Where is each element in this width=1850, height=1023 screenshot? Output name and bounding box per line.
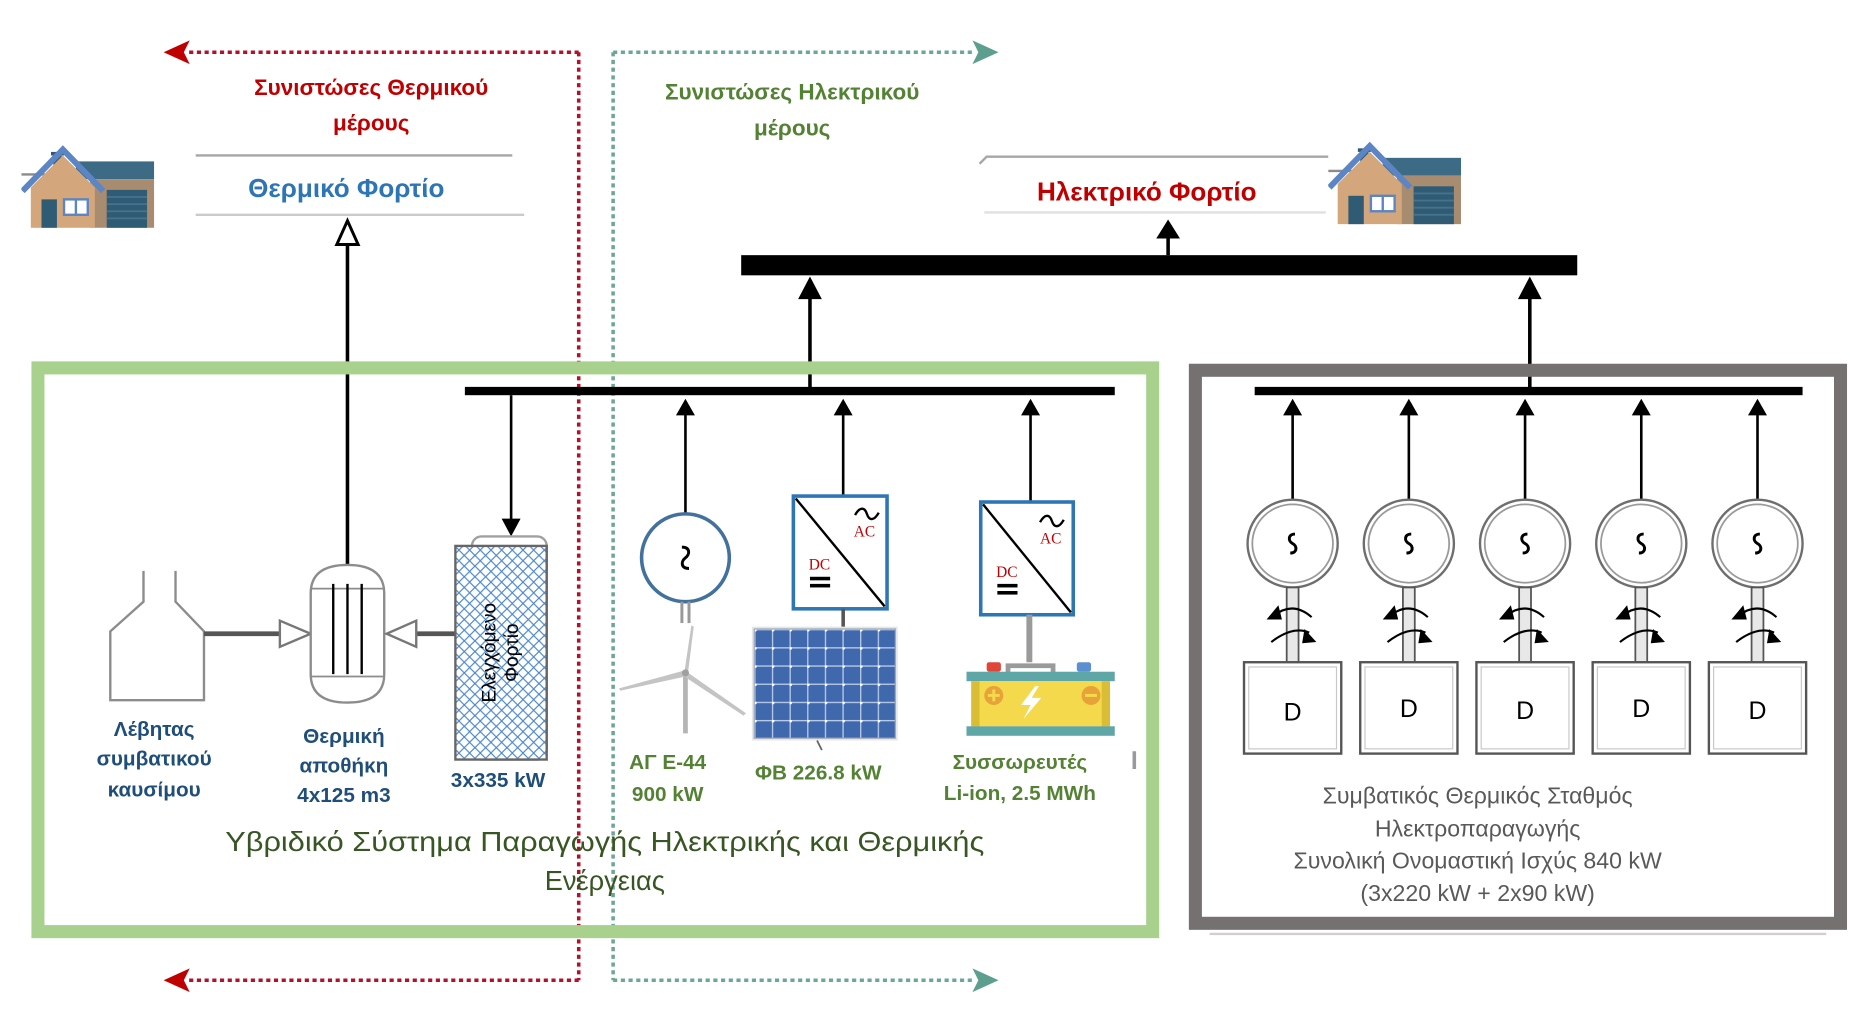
plant-description-line3: Συνολική Ονομαστική Ισχύς 840 kW <box>1293 848 1661 874</box>
hollow-arrow-up-icon <box>334 217 361 246</box>
diesel-unit: D <box>1475 398 1575 755</box>
storage-label-line3: 4x125 m3 <box>297 784 390 807</box>
plant-description-line1: Συμβατικός Θερμικός Σταθμός <box>1323 782 1633 808</box>
diesel-unit: D <box>1707 398 1808 755</box>
battery-label-line2: Li-ion, 2.5 MWh <box>944 782 1096 805</box>
diesel-unit-label: D <box>1749 697 1767 725</box>
wind-turbine-icon <box>619 625 746 734</box>
electrical-section-title-line1: Συνιστώσες Ηλεκτρικού <box>665 80 919 105</box>
plant-description-line4: (3x220 kW + 2x90 kW) <box>1360 880 1594 906</box>
diesel-unit-label: D <box>1632 695 1650 723</box>
hollow-arrow-left-icon <box>383 618 418 649</box>
arrow-left-icon <box>163 968 190 993</box>
arrow-up-icon <box>1021 398 1041 416</box>
diesel-unit-label: D <box>1284 698 1302 726</box>
wind-label-line2: 900 kW <box>632 783 704 806</box>
rotation-arrow-icon <box>1418 628 1433 644</box>
arrow-up-icon <box>1399 398 1419 416</box>
thermal-load-label: Θερμικό Φορτίο <box>248 173 444 203</box>
arrow-right-icon <box>972 40 999 65</box>
arrow-down-icon <box>501 518 521 537</box>
boiler-label-line3: καυσίμου <box>108 778 201 801</box>
plant-description-line2: Ηλεκτροπαραγωγής <box>1375 816 1581 842</box>
rotation-arrow-icon <box>1382 605 1399 620</box>
diesel-unit-label: D <box>1516 697 1534 725</box>
arrow-up-icon <box>833 398 853 416</box>
ac-label: AC <box>1040 531 1061 548</box>
diesel-engine-box <box>1359 661 1459 755</box>
pv-inverter-icon: AC DC <box>791 494 889 611</box>
artifact-mark <box>1132 751 1137 770</box>
rotation-arrow-icon <box>1615 605 1631 620</box>
hollow-arrow-right-icon <box>278 618 314 649</box>
thermal-section-title-line1: Συνιστώσες Θερμικού <box>254 75 488 100</box>
rotation-arrow-icon <box>1650 628 1665 644</box>
divider <box>978 155 1329 165</box>
house-icon <box>21 150 154 228</box>
rotation-arrow-icon <box>1766 628 1782 644</box>
hybrid-system-title-line1: Υβριδικό Σύστημα Παραγωγής Ηλεκτρικής κα… <box>225 826 984 857</box>
storage-label-line2: αποθήκη <box>299 755 388 778</box>
dc-label: DC <box>996 564 1017 581</box>
controlled-load-box: Ελεγχόμενο Φορτίο <box>454 535 548 761</box>
arrow-up-icon <box>675 398 695 416</box>
thermal-section-title-line2: μέρους <box>333 111 409 136</box>
dc-label: DC <box>809 557 830 574</box>
battery-label-line1: Συσσωρευτές <box>953 751 1088 774</box>
diesel-engine-box <box>1242 661 1343 755</box>
controlled-load-label-line1: Ελεγχόμενο <box>480 603 501 703</box>
diesel-unit-label: D <box>1400 695 1418 723</box>
rotation-arrow-icon <box>1302 628 1317 644</box>
house-icon <box>1328 146 1461 224</box>
arrow-up-icon <box>1283 398 1303 416</box>
diesel-unit: D <box>1359 398 1459 755</box>
ac-label: AC <box>854 523 875 540</box>
arrow-left-icon <box>163 40 190 65</box>
controlled-load-label-line2: Φορτίο <box>502 623 523 681</box>
rotation-arrow-icon <box>1534 628 1549 644</box>
boiler-label-line1: Λέβητας <box>114 718 195 741</box>
storage-label-line1: Θερμική <box>303 725 385 748</box>
arrow-up-icon <box>798 276 822 300</box>
solar-panel-icon <box>751 626 898 751</box>
rotation-arrow-icon <box>1731 605 1747 620</box>
arrow-up-icon <box>1748 398 1767 416</box>
hybrid-system-title-line2: Ενέργειας <box>545 865 665 896</box>
thermal-plant-frame <box>1188 363 1848 930</box>
hybrid-system-panel: Ελεγχόμενο Φορτίο Λέβητας συμβατικού καυ… <box>31 361 1160 939</box>
thermal-plant-panel: D D <box>1188 363 1848 936</box>
arrow-right-icon <box>972 968 999 993</box>
diesel-engine-box <box>1475 661 1575 755</box>
arrow-up-icon <box>1515 398 1535 416</box>
battery-inverter-icon: AC DC <box>978 500 1076 617</box>
rotation-arrow-icon <box>1266 605 1282 620</box>
arrow-up-icon <box>1156 219 1180 239</box>
battery-icon <box>966 662 1115 736</box>
controlled-load-rating: 3x335 kW <box>451 769 546 792</box>
wind-generator-icon <box>639 512 732 624</box>
rotation-arrow-icon <box>1498 605 1515 620</box>
thermal-storage-icon <box>309 563 386 704</box>
electrical-section-title-line2: μέρους <box>754 115 830 140</box>
pv-label: ΦΒ 226.8 kW <box>755 762 882 785</box>
diesel-unit: D <box>1591 398 1692 755</box>
plant-bus <box>1254 386 1803 396</box>
hybrid-bus <box>464 386 1115 396</box>
boiler-icon <box>109 570 206 702</box>
thermal-section-boundary <box>163 40 581 993</box>
boiler-label-line2: συμβατικού <box>97 747 212 770</box>
arrow-up-icon <box>1631 398 1651 416</box>
hybrid-system-frame <box>31 361 1160 939</box>
diesel-engine-box <box>1591 661 1692 755</box>
diesel-unit: D <box>1242 398 1343 755</box>
arrow-up-icon <box>1517 276 1542 300</box>
wind-label-line1: ΑΓ Ε-44 <box>629 751 706 774</box>
diesel-engine-box <box>1707 661 1808 755</box>
electrical-load-label: Ηλεκτρικό Φορτίο <box>1037 177 1257 207</box>
main-ac-bus <box>741 255 1578 276</box>
electrical-section-boundary <box>611 40 999 993</box>
